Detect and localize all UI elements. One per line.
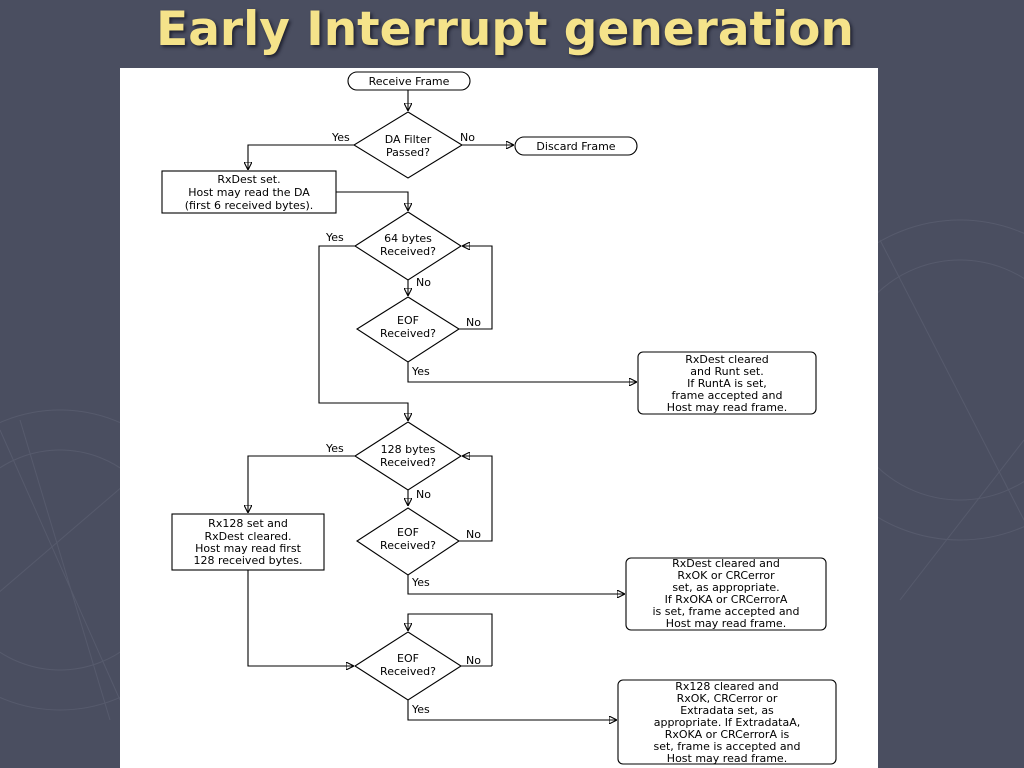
box-line: 128 received bytes. bbox=[194, 554, 303, 567]
no-label: No bbox=[466, 654, 481, 667]
box-line: Extradata set, as bbox=[680, 704, 774, 717]
rx128-box: Rx128 set and RxDest cleared. Host may r… bbox=[171, 513, 325, 571]
box-line: Host may read frame. bbox=[667, 752, 787, 765]
box-line: set, frame is accepted and bbox=[653, 740, 800, 753]
box-line: Host may read the DA bbox=[188, 186, 310, 199]
no-label: No bbox=[466, 528, 481, 541]
box-line: Host may read frame. bbox=[667, 401, 787, 414]
bytes64-decision: 64 bytes Received? bbox=[353, 211, 463, 281]
box-line: Rx128 cleared and bbox=[675, 680, 778, 693]
box-line: RxOK, CRCerror or bbox=[677, 692, 778, 705]
box-line: RxDest cleared and bbox=[672, 557, 780, 570]
box-line: RxOK or CRCerror bbox=[677, 569, 775, 582]
connector bbox=[248, 455, 355, 512]
yes-label: Yes bbox=[331, 131, 350, 144]
da-filter-decision: DA Filter Passed? bbox=[352, 111, 464, 179]
box-line: Host may read first bbox=[195, 542, 301, 555]
discard-label: Discard Frame bbox=[536, 140, 615, 153]
da-filter-line1: DA Filter bbox=[385, 133, 432, 146]
eof-line1: EOF bbox=[397, 314, 419, 327]
yes-label: Yes bbox=[411, 576, 430, 589]
connector bbox=[248, 144, 354, 169]
box-line: and Runt set. bbox=[690, 365, 763, 378]
eof-decision: EOF Received? bbox=[355, 507, 461, 576]
da-filter-line2: Passed? bbox=[386, 146, 430, 159]
no-label: No bbox=[416, 488, 431, 501]
crc-box: RxDest cleared and RxOK or CRCerror set,… bbox=[625, 557, 827, 631]
extradata-box: Rx128 cleared and RxOK, CRCerror or Extr… bbox=[617, 679, 837, 765]
box-line: If RxOKA or CRCerrorA bbox=[665, 593, 788, 606]
box-line: frame accepted and bbox=[672, 389, 783, 402]
box-line: RxOKA or CRCerrorA is bbox=[665, 728, 790, 741]
bytes64-line2: Received? bbox=[380, 245, 436, 258]
eof-line2: Received? bbox=[380, 539, 436, 552]
runt-box: RxDest cleared and Runt set. If RuntA is… bbox=[637, 351, 817, 415]
yes-label: Yes bbox=[325, 442, 344, 455]
no-label: No bbox=[466, 316, 481, 329]
box-line: If RuntA is set, bbox=[687, 377, 767, 390]
connector bbox=[407, 700, 616, 720]
box-line: set, as appropriate. bbox=[672, 581, 779, 594]
eof-decision: EOF Received? bbox=[355, 296, 461, 363]
box-line: is set, frame accepted and bbox=[652, 605, 799, 618]
connector bbox=[318, 245, 408, 420]
yes-label: Yes bbox=[411, 703, 430, 716]
bytes128-line2: Received? bbox=[380, 456, 436, 469]
bytes64-line1: 64 bytes bbox=[384, 232, 432, 245]
connector bbox=[407, 575, 624, 594]
connector bbox=[407, 362, 636, 382]
connector bbox=[459, 456, 493, 542]
eof-line2: Received? bbox=[380, 665, 436, 678]
box-line: RxDest set. bbox=[217, 173, 280, 186]
yes-label: Yes bbox=[411, 365, 430, 378]
connector bbox=[336, 191, 408, 210]
box-line: RxDest cleared. bbox=[204, 530, 291, 543]
connector bbox=[408, 613, 493, 666]
start-terminal: Receive Frame bbox=[347, 71, 471, 91]
page-title: Early Interrupt generation bbox=[156, 2, 854, 57]
bytes128-decision: 128 bytes Received? bbox=[353, 421, 463, 491]
start-label: Receive Frame bbox=[369, 75, 450, 88]
rxdest-set-box: RxDest set. Host may read the DA (first … bbox=[161, 170, 337, 214]
connector bbox=[459, 246, 493, 330]
flowchart: Receive Frame DA Filter Passed? Yes No D… bbox=[161, 71, 837, 765]
no-label: No bbox=[416, 276, 431, 289]
box-line: Host may read frame. bbox=[666, 617, 786, 630]
bytes128-line1: 128 bytes bbox=[381, 443, 436, 456]
flowchart-figure: Receive Frame DA Filter Passed? Yes No D… bbox=[120, 68, 878, 768]
eof-line2: Received? bbox=[380, 327, 436, 340]
yes-label: Yes bbox=[325, 231, 344, 244]
box-line: RxDest cleared bbox=[685, 353, 769, 366]
discard-terminal: Discard Frame bbox=[514, 136, 638, 156]
connector bbox=[247, 570, 353, 666]
eof-line1: EOF bbox=[397, 652, 419, 665]
eof-line1: EOF bbox=[397, 526, 419, 539]
no-label: No bbox=[460, 131, 475, 144]
box-line: Rx128 set and bbox=[208, 517, 288, 530]
eof-decision: EOF Received? bbox=[353, 631, 463, 701]
box-line: appropriate. If ExtradataA, bbox=[654, 716, 801, 729]
box-line: (first 6 received bytes). bbox=[185, 199, 314, 212]
